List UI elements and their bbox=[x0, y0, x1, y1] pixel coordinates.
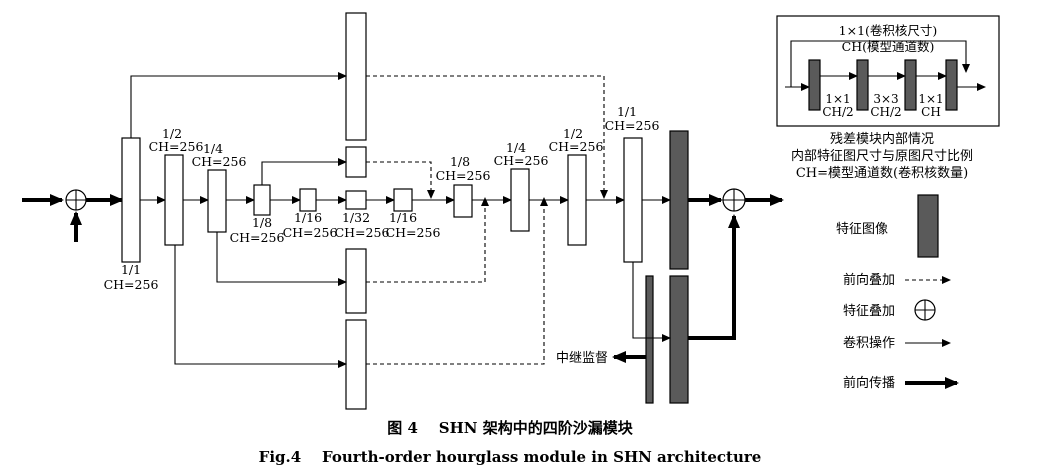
legend-conv-label: 卷积操作 bbox=[843, 335, 895, 351]
inset-channel-label: CH(模型通道数) bbox=[842, 39, 935, 54]
relay-label: 中继监督 bbox=[556, 351, 608, 366]
skip-line-2 bbox=[174, 245, 347, 368]
inset-map-3 bbox=[904, 59, 917, 111]
block-11-scale: 1/1 bbox=[617, 104, 637, 119]
skip-block-2 bbox=[345, 319, 367, 410]
block-3-scale: 1/4 bbox=[203, 141, 223, 156]
block-9-ch: CH=256 bbox=[494, 153, 549, 168]
legend-forward-prop-label: 前向传播 bbox=[843, 375, 895, 391]
inset-caption-2: 内部特征图尺寸与原图尺寸比例 bbox=[791, 148, 973, 164]
block-3-ch: CH=256 bbox=[192, 154, 247, 169]
block-5 bbox=[299, 188, 317, 212]
block-1-scale: 1/1 bbox=[121, 262, 141, 277]
forward-add-1 bbox=[366, 75, 608, 199]
feature-add-symbol-input bbox=[65, 189, 87, 211]
legend-feature-add-label: 特征叠加 bbox=[843, 304, 895, 319]
block-11-ch: CH=256 bbox=[605, 118, 660, 133]
block-6-scale: 1/32 bbox=[342, 210, 370, 225]
inset-conv3-size: 1×1 bbox=[918, 92, 943, 106]
block-5-scale: 1/16 bbox=[294, 210, 322, 225]
inset-map-2 bbox=[856, 59, 869, 111]
skip-block-4 bbox=[345, 146, 367, 178]
feature-map-bottom bbox=[669, 275, 689, 404]
inset-conv2-ch: CH/2 bbox=[870, 105, 901, 119]
inset-caption-1: 残差模块内部情况 bbox=[830, 131, 934, 147]
legend-forward-add-label: 前向叠加 bbox=[843, 272, 895, 288]
block-10-ch: CH=256 bbox=[549, 139, 604, 154]
block-7-scale: 1/16 bbox=[389, 210, 417, 225]
feature-map-top bbox=[669, 130, 689, 270]
block-2-ch: CH=256 bbox=[149, 139, 204, 154]
block-8-ch: CH=256 bbox=[436, 168, 491, 183]
figure-caption-cn: 图 4 SHN 架构中的四阶沙漏模块 bbox=[387, 419, 633, 437]
block-5-ch: CH=256 bbox=[283, 225, 338, 240]
legend-feature-map-label: 特征图像 bbox=[836, 222, 888, 237]
block-7-ch: CH=256 bbox=[386, 225, 441, 240]
block-6-ch: CH=256 bbox=[335, 225, 390, 240]
block-4-ch: CH=256 bbox=[230, 230, 285, 245]
skip-block-3 bbox=[345, 248, 367, 314]
block-8-scale: 1/8 bbox=[450, 154, 470, 169]
forward-add-2 bbox=[366, 197, 548, 365]
block-4 bbox=[253, 184, 271, 216]
relay-feature-map bbox=[645, 275, 654, 404]
block-9-scale: 1/4 bbox=[506, 140, 526, 155]
block-9 bbox=[510, 168, 530, 232]
inset-map-4 bbox=[945, 59, 958, 111]
block-7 bbox=[393, 188, 413, 212]
legend-feature-map-swatch bbox=[917, 194, 939, 258]
inset-map-1 bbox=[808, 59, 821, 111]
inset-kernel-label: 1×1(卷积核尺寸) bbox=[839, 23, 938, 38]
block-6 bbox=[345, 190, 367, 210]
block-1-ch: CH=256 bbox=[104, 277, 159, 292]
legend-feature-add-symbol bbox=[914, 299, 936, 321]
forward-add-3 bbox=[366, 197, 489, 283]
figure-caption-en: Fig.4 Fourth-order hourglass module in S… bbox=[259, 448, 762, 466]
conv-to-bottom-map bbox=[632, 262, 671, 342]
feature-add-symbol-output bbox=[722, 188, 746, 212]
skip-line-4 bbox=[261, 158, 347, 185]
block-10 bbox=[567, 154, 587, 246]
block-4-scale: 1/8 bbox=[252, 215, 272, 230]
block-11 bbox=[623, 137, 643, 263]
block-3 bbox=[207, 169, 227, 233]
block-1 bbox=[121, 137, 141, 263]
block-10-scale: 1/2 bbox=[563, 126, 583, 141]
bottom-map-to-add bbox=[688, 214, 740, 340]
inset-conv1-ch: CH/2 bbox=[822, 105, 853, 119]
skip-line-1 bbox=[130, 72, 347, 138]
inset-conv2-size: 3×3 bbox=[873, 92, 898, 106]
skip-line-3 bbox=[216, 232, 347, 286]
block-8 bbox=[453, 184, 473, 218]
forward-add-4 bbox=[366, 161, 435, 199]
inset-conv3-ch: CH bbox=[921, 105, 941, 119]
block-2-scale: 1/2 bbox=[162, 126, 182, 141]
inset-conv1-size: 1×1 bbox=[825, 92, 850, 106]
block-2 bbox=[164, 154, 184, 246]
skip-block-1 bbox=[345, 12, 367, 141]
inset-caption-3: CH=模型通道数(卷积核数量) bbox=[796, 165, 968, 181]
